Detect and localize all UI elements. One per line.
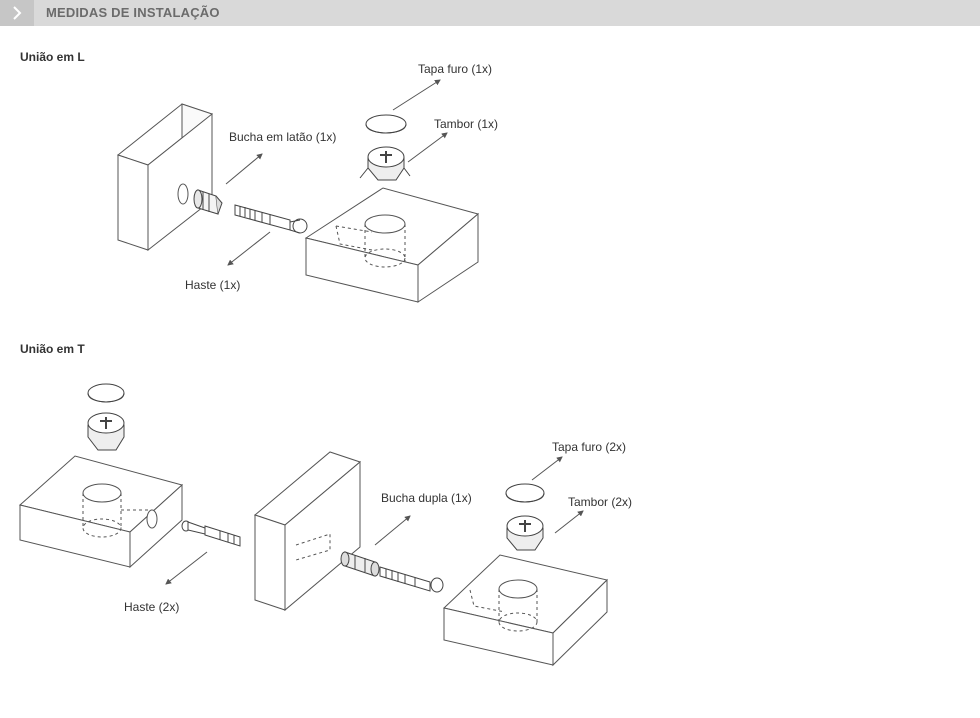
rod-t-right: [379, 566, 444, 593]
drum-t-left: [87, 412, 125, 451]
double-bushing-t: [340, 551, 380, 577]
label-bucha-l: Bucha em latão (1x): [229, 130, 336, 144]
chevron-right-icon: [13, 6, 22, 20]
hole-cap-l: [365, 114, 407, 134]
label-tapa-furo-t: Tapa furo (2x): [552, 440, 626, 454]
left-panel-t: [18, 455, 184, 569]
middle-panel-t: [253, 451, 362, 612]
rod-t-left: [181, 520, 241, 547]
label-haste-t: Haste (2x): [124, 600, 179, 614]
drum-l: [359, 146, 411, 181]
section-title-l: União em L: [20, 50, 85, 64]
label-tambor-l: Tambor (1x): [434, 117, 498, 131]
hole-cap-t-left: [87, 383, 125, 403]
hole-cap-t-right: [505, 483, 545, 503]
label-tambor-t: Tambor (2x): [568, 495, 632, 509]
header-toggle[interactable]: [0, 0, 34, 26]
brass-bushing-l: [193, 189, 223, 215]
rod-l: [234, 204, 308, 234]
installation-diagram: União em L: [18, 50, 632, 667]
label-bucha-t: Bucha dupla (1x): [381, 491, 472, 505]
header-bar: MEDIDAS DE INSTALAÇÃO: [0, 0, 980, 26]
section-title-t: União em T: [20, 342, 85, 356]
label-haste-l: Haste (1x): [185, 278, 240, 292]
page-title: MEDIDAS DE INSTALAÇÃO: [46, 5, 220, 20]
vertical-panel-l: [116, 103, 214, 252]
drum-t-right: [506, 515, 544, 551]
right-panel-t: [442, 554, 608, 667]
label-tapa-furo-l: Tapa furo (1x): [418, 62, 492, 76]
horizontal-panel-l: [304, 187, 480, 303]
